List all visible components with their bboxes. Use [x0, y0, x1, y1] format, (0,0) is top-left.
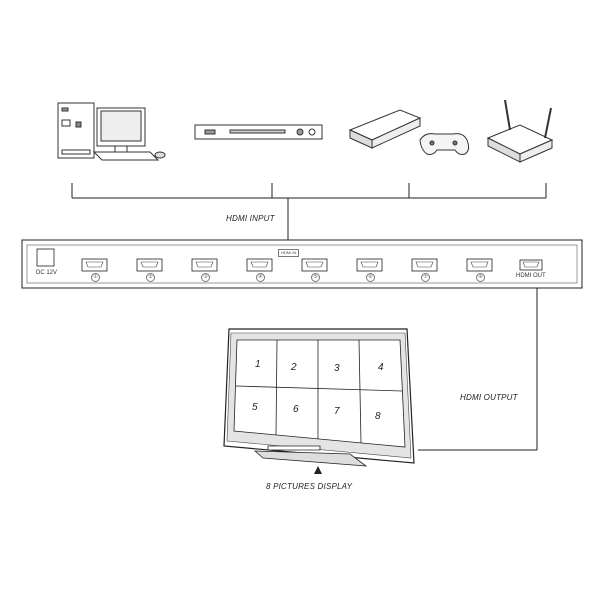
- dvd-player-icon: [194, 124, 323, 140]
- tile-number: 2: [291, 362, 297, 373]
- tile-number: 5: [252, 402, 258, 413]
- hdmi-input-port: [301, 258, 328, 272]
- hdmi-input-label: HDMI INPUT: [226, 214, 275, 223]
- hdmi-input-port: [246, 258, 273, 272]
- hdmi-input-port: [81, 258, 108, 272]
- tv-display: [223, 328, 415, 467]
- caption-arrow: [314, 466, 322, 474]
- hdmi-input-port: [356, 258, 383, 272]
- tile-number: 6: [293, 404, 299, 415]
- display-caption: 8 PICTURES DISPLAY: [266, 482, 353, 491]
- game-console-icon: [348, 109, 470, 155]
- tile-number: 3: [334, 363, 340, 374]
- hdmi-input-port: [411, 258, 438, 272]
- hdmi-input-port: [136, 258, 163, 272]
- port-number-label: ⑦: [421, 273, 430, 282]
- hdmi-out-label: HDMI OUT: [516, 273, 546, 279]
- hdmi-in-badge: HDMI IN: [278, 249, 300, 257]
- desktop-pc-icon: [57, 102, 166, 161]
- tile-number: 8: [375, 411, 381, 422]
- port-number-label: ④: [256, 273, 265, 282]
- hdmi-output-label: HDMI OUTPUT: [460, 393, 518, 402]
- port-number-label: ③: [201, 273, 210, 282]
- wifi-router-icon: [486, 99, 554, 163]
- port-number-label: ①: [91, 273, 100, 282]
- tile-number: 4: [378, 362, 384, 373]
- port-number-label: ⑤: [311, 273, 320, 282]
- tile-number: 1: [255, 359, 261, 370]
- hdmi-out-port: [519, 259, 543, 271]
- dc-power-jack: [36, 248, 55, 267]
- hdmi-input-port: [466, 258, 493, 272]
- multiviewer-unit: [21, 239, 583, 289]
- port-number-label: ⑧: [476, 273, 485, 282]
- port-number-label: ②: [146, 273, 155, 282]
- hdmi-input-port: [191, 258, 218, 272]
- port-number-label: ⑥: [366, 273, 375, 282]
- dc-power-label: DC 12V: [36, 270, 58, 276]
- tile-number: 7: [334, 406, 340, 417]
